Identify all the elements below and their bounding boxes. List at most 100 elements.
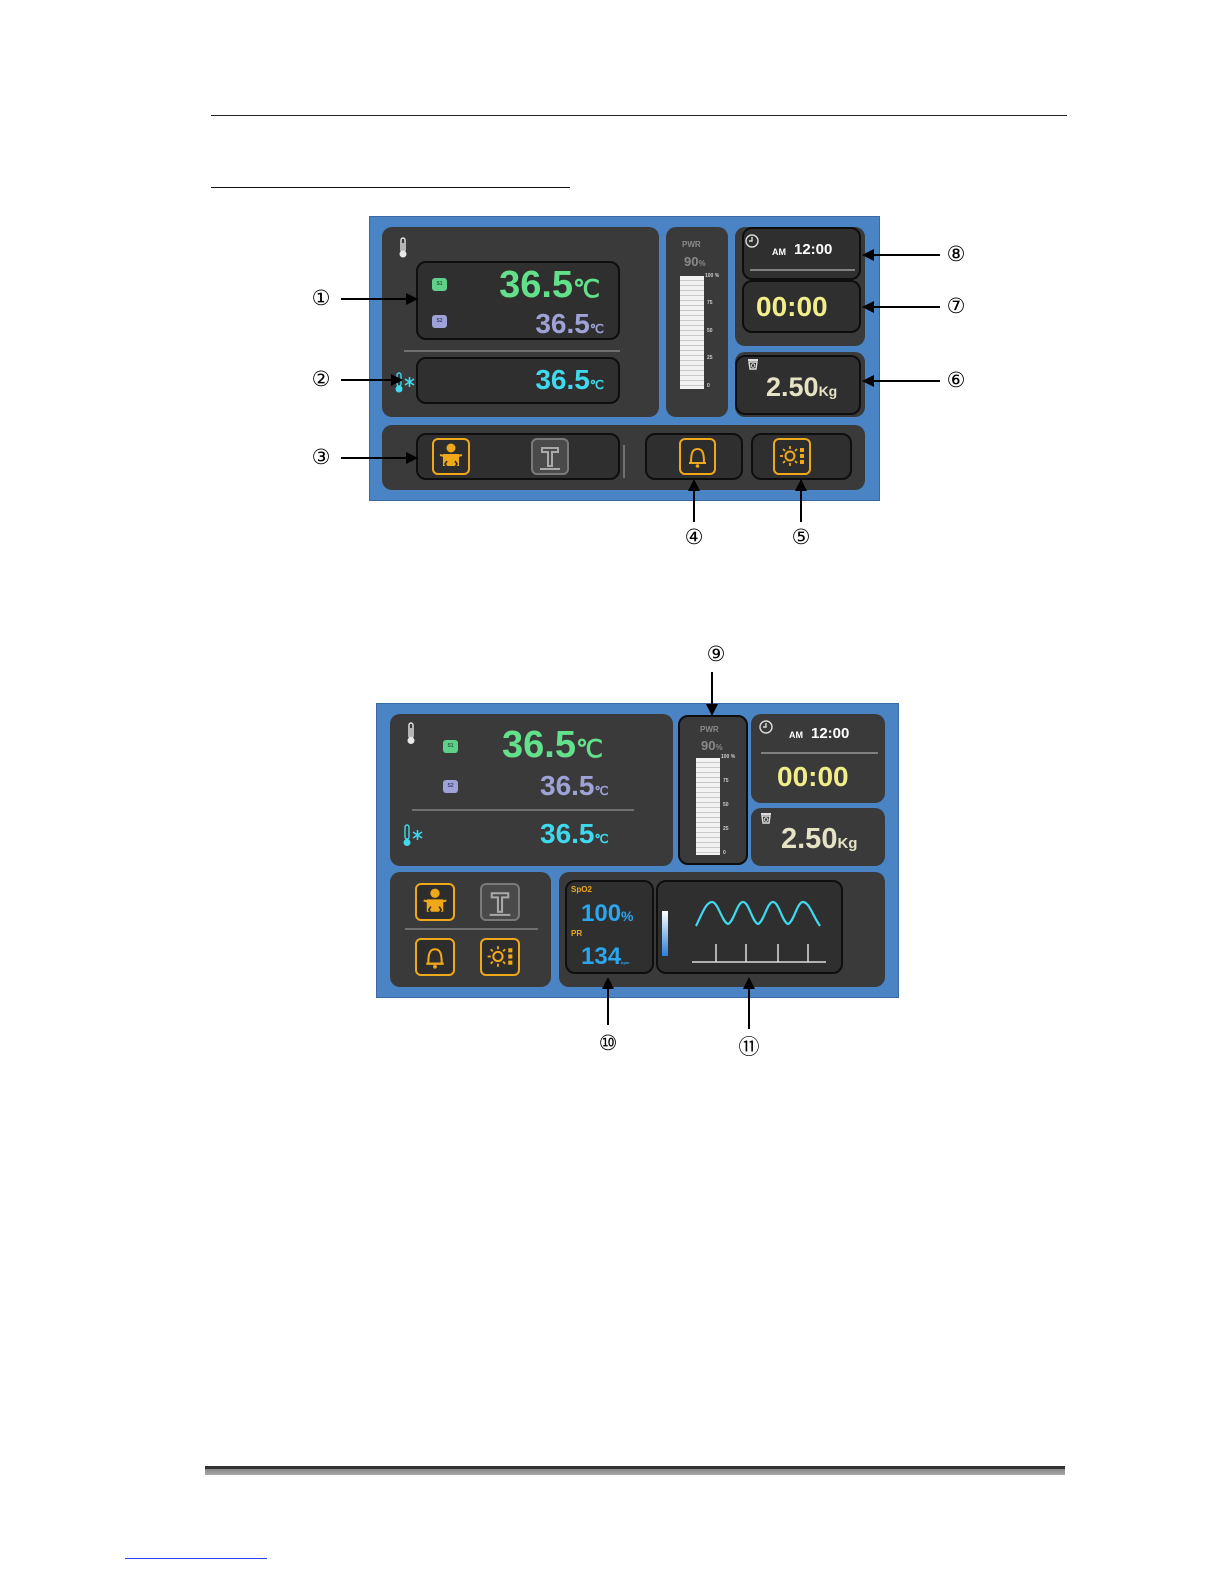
air-temperature-box[interactable]: 36.5℃ <box>416 357 620 404</box>
manual-mode-button[interactable] <box>480 883 520 921</box>
clock-timer-card[interactable]: AM 12:00 00:00 <box>751 714 885 803</box>
settings-button[interactable] <box>480 938 520 976</box>
arrowhead <box>862 249 874 261</box>
callout-5: ⑤ <box>786 527 816 548</box>
callout-1-line <box>341 298 411 300</box>
settings-button[interactable] <box>773 438 811 475</box>
power-tick: 75 <box>707 300 713 306</box>
alarm-button-box[interactable] <box>645 433 743 480</box>
callout-7-line <box>872 306 940 308</box>
callout-1: ① <box>306 288 336 309</box>
callout-7: ⑦ <box>941 296 971 317</box>
manual-mode-icon <box>482 885 518 919</box>
alarm-bell-icon <box>417 940 453 974</box>
callout-8-line <box>872 254 940 256</box>
pr-label: PR <box>571 929 582 938</box>
header-rule <box>211 115 1067 116</box>
callout-8: ⑧ <box>941 244 971 265</box>
temperature-divider <box>412 809 634 811</box>
arrowhead <box>602 977 614 989</box>
screen-1: S1 36.5℃ S2 36.5℃ 36.5℃ PWR 90% 100 % 75… <box>369 216 880 501</box>
clock-box[interactable]: AM 12:00 <box>742 227 861 280</box>
sensor-1-badge: S1 <box>432 278 447 291</box>
timer-box[interactable]: 00:00 <box>742 280 861 333</box>
alarm-button[interactable] <box>679 438 716 475</box>
spo2-label: SpO2 <box>571 885 592 894</box>
callout-9-line <box>711 672 713 708</box>
skin-temperature-box[interactable]: S1 36.5℃ S2 36.5℃ <box>416 261 620 340</box>
arrowhead <box>795 479 807 491</box>
weight-card: 2.50Kg <box>735 352 865 417</box>
footer-link-underline[interactable] <box>125 1558 267 1559</box>
settings-icon <box>775 440 809 473</box>
power-tick: 100 % <box>721 754 735 760</box>
baby-mode-button[interactable] <box>432 438 470 475</box>
callout-6: ⑥ <box>941 370 971 391</box>
temperature-card: S1 36.5℃ S2 36.5℃ 36.5℃ <box>382 227 659 417</box>
clock-underline <box>761 752 878 754</box>
power-tick: 100 % <box>705 273 719 279</box>
temperature-card: S1 36.5℃ S2 36.5℃ 36.5℃ <box>390 714 673 866</box>
power-label: PWR <box>682 240 701 249</box>
sensor-1-badge: S1 <box>443 740 458 753</box>
pleth-waveform <box>692 892 832 972</box>
section-title-underline <box>211 187 570 188</box>
callout-3-line <box>341 457 411 459</box>
arrowhead <box>688 479 700 491</box>
temperature-divider <box>404 350 620 352</box>
callout-6-line <box>872 380 940 382</box>
power-tick: 0 <box>707 383 710 389</box>
sensor-2-temperature-value: 36.5℃ <box>535 310 604 338</box>
callout-4: ④ <box>679 527 709 548</box>
weight-card[interactable]: 2.50Kg <box>751 808 885 866</box>
air-temperature-value: 36.5℃ <box>540 820 609 848</box>
callout-10: ⑩ <box>593 1033 623 1054</box>
arrowhead <box>406 293 418 305</box>
spo2-value: 100% <box>581 902 634 926</box>
arrowhead <box>406 452 418 464</box>
power-tick: 50 <box>707 328 713 334</box>
plethysmograph-box <box>656 880 843 974</box>
power-gauge-stripes <box>696 758 720 855</box>
clock-am-pm: AM <box>789 731 803 740</box>
callout-3: ③ <box>306 447 336 468</box>
air-temperature-value: 36.5℃ <box>535 366 604 394</box>
manual-mode-button[interactable] <box>531 438 569 475</box>
perfusion-bar <box>662 911 668 956</box>
clock-time: 12:00 <box>794 242 832 257</box>
weight-box[interactable]: 2.50Kg <box>735 355 861 415</box>
baby-mode-icon <box>417 885 453 919</box>
baby-mode-button[interactable] <box>415 883 455 921</box>
scale-icon <box>759 811 773 825</box>
clock-icon <box>758 719 774 735</box>
callout-9: ⑨ <box>701 644 731 665</box>
alarm-bell-icon <box>681 440 714 473</box>
callout-4-line <box>693 486 695 522</box>
control-divider <box>405 928 538 930</box>
timer-value: 00:00 <box>756 293 828 321</box>
settings-button-box[interactable] <box>751 433 852 480</box>
spo2-card: SpO2 100% PR 134bpm <box>559 872 885 987</box>
power-label: PWR <box>700 725 719 734</box>
baby-mode-icon <box>434 440 468 473</box>
clock-time: 12:00 <box>811 726 849 741</box>
power-tick: 50 <box>723 802 729 808</box>
manual-mode-icon <box>533 440 567 473</box>
sensor-2-badge: S2 <box>432 315 447 328</box>
alarm-button[interactable] <box>415 938 455 976</box>
weight-value: 2.50Kg <box>766 374 837 401</box>
spo2-values-box[interactable]: SpO2 100% PR 134bpm <box>565 880 654 974</box>
callout-10-line <box>607 985 609 1025</box>
thermometer-icon <box>405 722 417 746</box>
arrowhead <box>862 375 874 387</box>
arrowhead <box>743 977 755 989</box>
screen-2: S1 36.5℃ S2 36.5℃ 36.5℃ PWR 90% 100 % 75… <box>376 703 899 998</box>
power-tick: 75 <box>723 778 729 784</box>
power-tick: 25 <box>723 826 729 832</box>
power-box: PWR 90% 100 % 75 50 25 0 <box>678 715 748 865</box>
power-tick: 25 <box>707 355 713 361</box>
power-tick: 0 <box>723 850 726 856</box>
callout-2-line <box>341 379 396 381</box>
control-card <box>390 872 551 987</box>
power-percent: 90% <box>701 738 723 753</box>
